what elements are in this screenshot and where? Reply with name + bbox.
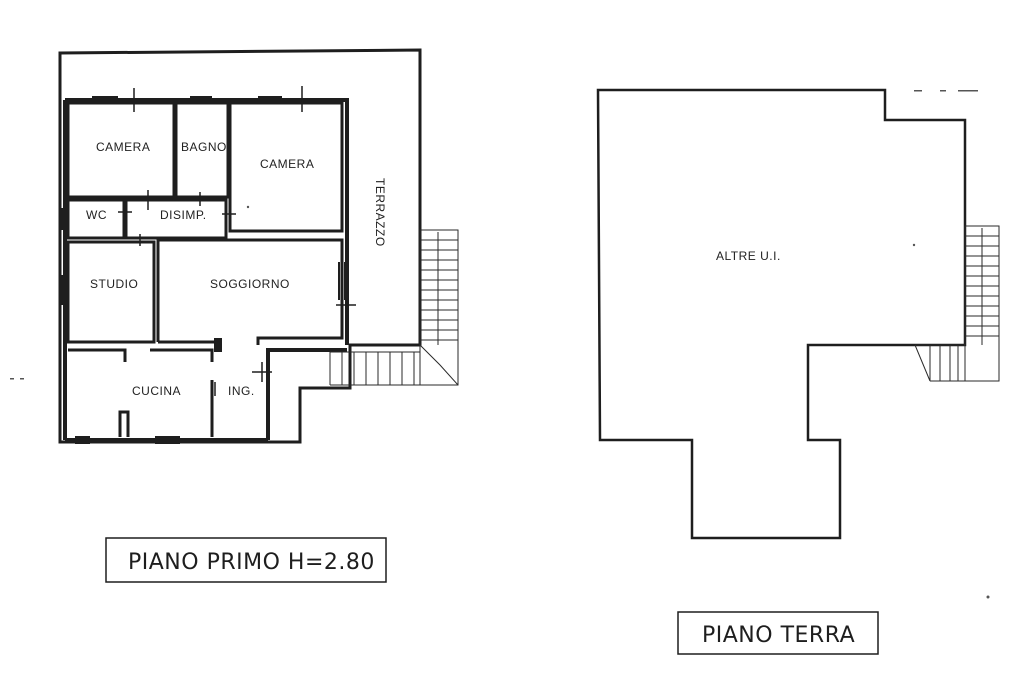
- building-outline: [65, 98, 349, 345]
- first-floor-title: PIANO PRIMO H=2.80: [128, 550, 375, 575]
- ground-floor-stair: [914, 225, 1000, 382]
- room-cucina-walls: [68, 348, 127, 362]
- first-floor-stair: [329, 229, 459, 386]
- cucina-inner-stub: [118, 410, 130, 437]
- room-studio-walls: [66, 240, 156, 344]
- door-marks: [118, 86, 356, 396]
- room-soggiorno-walls: [156, 238, 344, 345]
- windows: [61, 96, 346, 444]
- room-camera-1-walls: [66, 101, 176, 199]
- room-disimp-walls: [124, 198, 228, 240]
- label-bagno: BAGNO: [181, 140, 227, 154]
- ground-floor-title-box: [677, 611, 879, 655]
- cucina-top-right: [150, 348, 214, 362]
- label-camera-2: CAMERA: [260, 157, 314, 171]
- label-studio: STUDIO: [90, 277, 138, 291]
- outer-wall-ing: [266, 348, 347, 440]
- label-soggiorno: SOGGIORNO: [210, 277, 290, 291]
- label-cucina: CUCINA: [132, 384, 181, 398]
- wall-stub-soggiorno: [214, 338, 222, 352]
- first-floor-plan: CAMERA BAGNO CAMERA WC DISIMP. STUDIO SO…: [58, 48, 459, 583]
- ground-floor-outline: [596, 88, 967, 540]
- label-disimp: DISIMP.: [160, 208, 207, 222]
- label-altre-ui: ALTRE U.I.: [716, 249, 781, 263]
- label-wc: WC: [86, 208, 107, 222]
- ground-floor-title: PIANO TERRA: [702, 623, 855, 648]
- room-camera-2-walls: [228, 101, 344, 233]
- label-ingresso: ING.: [228, 384, 255, 398]
- scan-specks: [10, 90, 990, 599]
- label-camera-1: CAMERA: [96, 140, 150, 154]
- first-floor-title-box: [105, 537, 387, 583]
- label-terrazzo: TERRAZZO: [373, 178, 387, 247]
- ground-floor-plan: ALTRE U.I. PIANO TERRA: [596, 88, 1000, 655]
